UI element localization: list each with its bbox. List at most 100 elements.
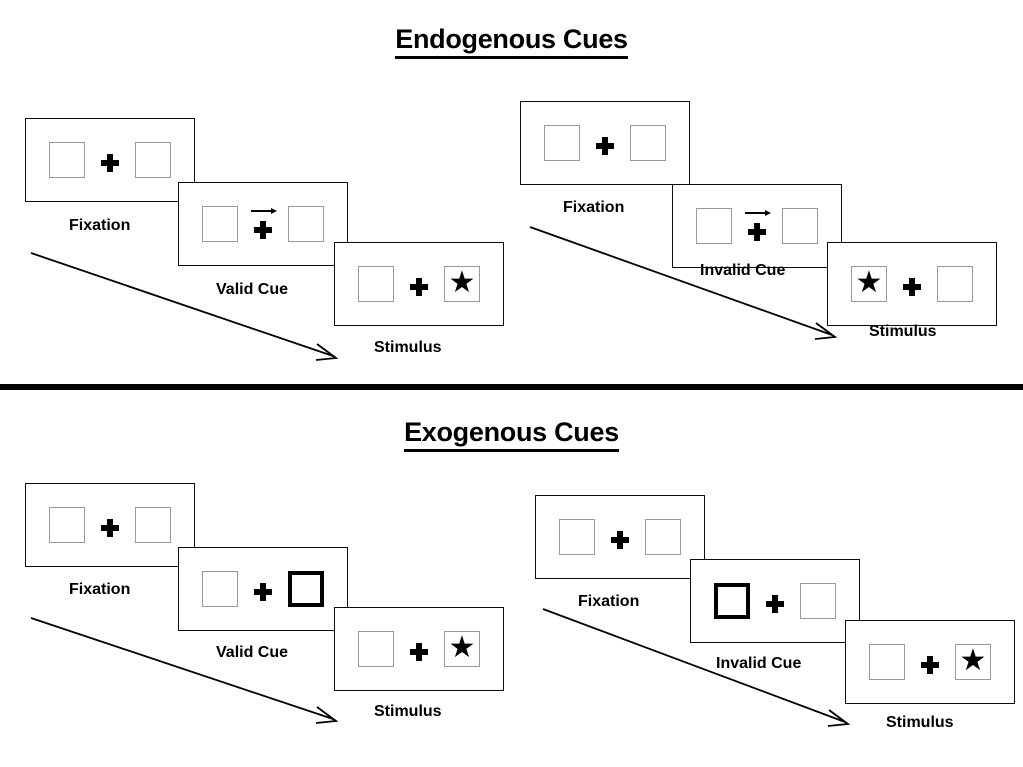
timeline-arrow-icon-endogenous-invalid [529,226,838,340]
fixation-cross-icon [101,154,119,172]
cue-column [611,519,629,555]
cue-column [254,571,272,607]
section-title-endogenous-text: Endogenous Cues [395,24,628,59]
screen-endogenous-valid-cue [178,182,348,266]
cue-column [410,266,428,302]
target-box-right: ★ [444,266,480,302]
screen-inner [49,507,171,543]
fixation-cross-icon [766,595,784,613]
placeholder-box-right [645,519,681,555]
fixation-cross-icon [921,656,939,674]
arrow-shaft [745,212,766,214]
caption-endogenous-valid-stimulus: Stimulus [374,339,442,356]
fixation-cross-icon [410,643,428,661]
screen-inner: ★ [851,266,973,302]
arrow-head [271,207,277,214]
placeholder-box-right [800,583,836,619]
placeholder-box-right [782,208,818,244]
caption-endogenous-invalid-fixation: Fixation [563,199,625,216]
cued-box-right [288,571,324,607]
caption-exogenous-valid-fixation: Fixation [69,581,131,598]
section-title-endogenous: Endogenous Cues [0,24,1023,59]
cue-column [766,583,784,619]
placeholder-box-left [358,631,394,667]
screen-inner [202,571,324,607]
placeholder-box-left [544,125,580,161]
caption-exogenous-invalid-cue: Invalid Cue [716,655,802,672]
screen-exogenous-valid-stimulus: ★ [334,607,504,691]
screen-endogenous-invalid-cue [672,184,842,268]
placeholder-box-left [559,519,595,555]
placeholder-box-left [202,571,238,607]
caption-endogenous-invalid-stimulus: Stimulus [869,323,937,340]
screen-inner [202,206,324,242]
arrow-head [765,209,771,216]
fixation-cross-icon [748,223,766,241]
caption-exogenous-invalid-fixation: Fixation [578,593,640,610]
placeholder-box-left [869,644,905,680]
caption-exogenous-valid-stimulus: Stimulus [374,703,442,720]
star-icon: ★ [448,631,476,664]
cue-column [596,125,614,161]
screen-endogenous-valid-stimulus: ★ [334,242,504,326]
screen-inner: ★ [358,266,480,302]
fixation-cross-icon [903,278,921,296]
star-icon: ★ [959,644,987,677]
screen-endogenous-valid-fixation [25,118,195,202]
cued-box-left [714,583,750,619]
placeholder-box-left [358,266,394,302]
caption-endogenous-invalid-cue: Invalid Cue [700,262,786,279]
screen-endogenous-invalid-stimulus: ★ [827,242,997,326]
screen-exogenous-invalid-cue [690,559,860,643]
caption-exogenous-valid-cue: Valid Cue [216,644,289,661]
placeholder-box-left [696,208,732,244]
cue-column [921,644,939,680]
cue-column [101,507,119,543]
placeholder-box-right [288,206,324,242]
fixation-cross-icon [101,519,119,537]
screen-inner [544,125,666,161]
cue-column [903,266,921,302]
caption-exogenous-invalid-stimulus: Stimulus [886,714,954,731]
target-box-right: ★ [955,644,991,680]
placeholder-box-right [135,507,171,543]
screen-inner [696,208,818,244]
placeholder-box-right [630,125,666,161]
placeholder-box-right [937,266,973,302]
screen-exogenous-valid-cue [178,547,348,631]
screen-inner [49,142,171,178]
timeline-arrow-icon-endogenous-valid [30,252,339,361]
fixation-cross-icon [611,531,629,549]
screen-exogenous-valid-fixation [25,483,195,567]
cue-column [745,208,771,244]
screen-inner [714,583,836,619]
section-title-exogenous: Exogenous Cues [0,417,1023,452]
target-box-left: ★ [851,266,887,302]
fixation-cross-icon [254,221,272,239]
placeholder-box-right [135,142,171,178]
timeline-arrow-icon-exogenous-valid [30,617,339,724]
placeholder-box-left [49,507,85,543]
section-title-exogenous-text: Exogenous Cues [404,417,619,452]
arrow-shaft [251,210,272,212]
star-icon: ★ [448,266,476,299]
fixation-cross-icon [410,278,428,296]
placeholder-box-left [49,142,85,178]
target-box-right: ★ [444,631,480,667]
screen-inner: ★ [869,644,991,680]
fixation-cross-icon [596,137,614,155]
screen-exogenous-invalid-stimulus: ★ [845,620,1015,704]
arrow-right-icon [745,209,771,217]
timeline-arrow-icon-exogenous-invalid [542,608,851,727]
screen-inner [559,519,681,555]
placeholder-box-left [202,206,238,242]
screen-endogenous-invalid-fixation [520,101,690,185]
screen-inner: ★ [358,631,480,667]
caption-endogenous-valid-cue: Valid Cue [216,281,289,298]
cue-column [101,142,119,178]
screen-exogenous-invalid-fixation [535,495,705,579]
caption-endogenous-valid-fixation: Fixation [69,217,131,234]
cue-column [251,206,277,242]
section-divider [0,384,1023,390]
arrow-right-icon [251,207,277,215]
